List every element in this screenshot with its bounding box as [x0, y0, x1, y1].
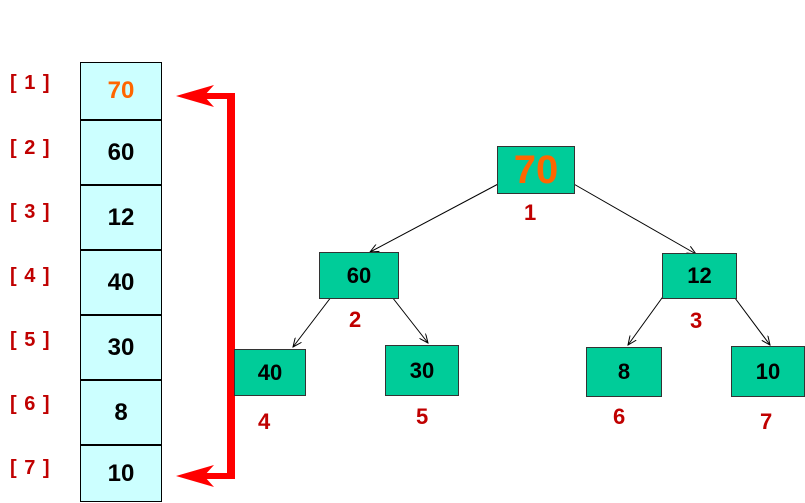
tree-node-5: 30: [385, 345, 459, 396]
tree-label-4: 4: [258, 409, 271, 434]
array-cell-1: 70: [80, 62, 162, 120]
array-index-4: [ 4 ]: [10, 265, 51, 287]
tree-label-5: 5: [416, 404, 429, 429]
tree-node-1: 70: [497, 146, 575, 194]
swap-arrowhead-bottom: [176, 465, 214, 487]
array-cell-7: 10: [80, 445, 162, 502]
edge-1-3: [571, 182, 696, 254]
tree-label-3: 3: [690, 308, 703, 333]
array-index-6: [ 6 ]: [10, 393, 51, 415]
array-cell-2: 60: [80, 120, 162, 185]
array-cell-6: 8: [80, 380, 162, 445]
tree-node-3: 12: [662, 253, 737, 299]
array-index-3: [ 3 ]: [10, 201, 51, 223]
edge-1-2: [370, 182, 501, 252]
swap-bracket-arrow: [176, 85, 235, 487]
tree-node-2: 60: [319, 252, 399, 299]
tree-node-4: 40: [234, 349, 306, 396]
array-cell-4: 40: [80, 250, 162, 315]
tree-node-7: 10: [731, 346, 805, 397]
array-cell-3: 12: [80, 185, 162, 250]
tree-label-7: 7: [760, 409, 773, 434]
array-index-7: [ 7 ]: [10, 457, 51, 479]
tree-label-1: 1: [524, 200, 537, 225]
swap-arrowhead-top: [176, 85, 214, 107]
tree-label-2: 2: [349, 307, 362, 332]
array-cell-5: 30: [80, 315, 162, 380]
array-index-5: [ 5 ]: [10, 329, 51, 351]
array-index-2: [ 2 ]: [10, 137, 51, 159]
array-index-1: [ 1 ]: [10, 72, 51, 94]
tree-label-6: 6: [613, 404, 626, 429]
tree-node-6: 8: [586, 347, 662, 397]
